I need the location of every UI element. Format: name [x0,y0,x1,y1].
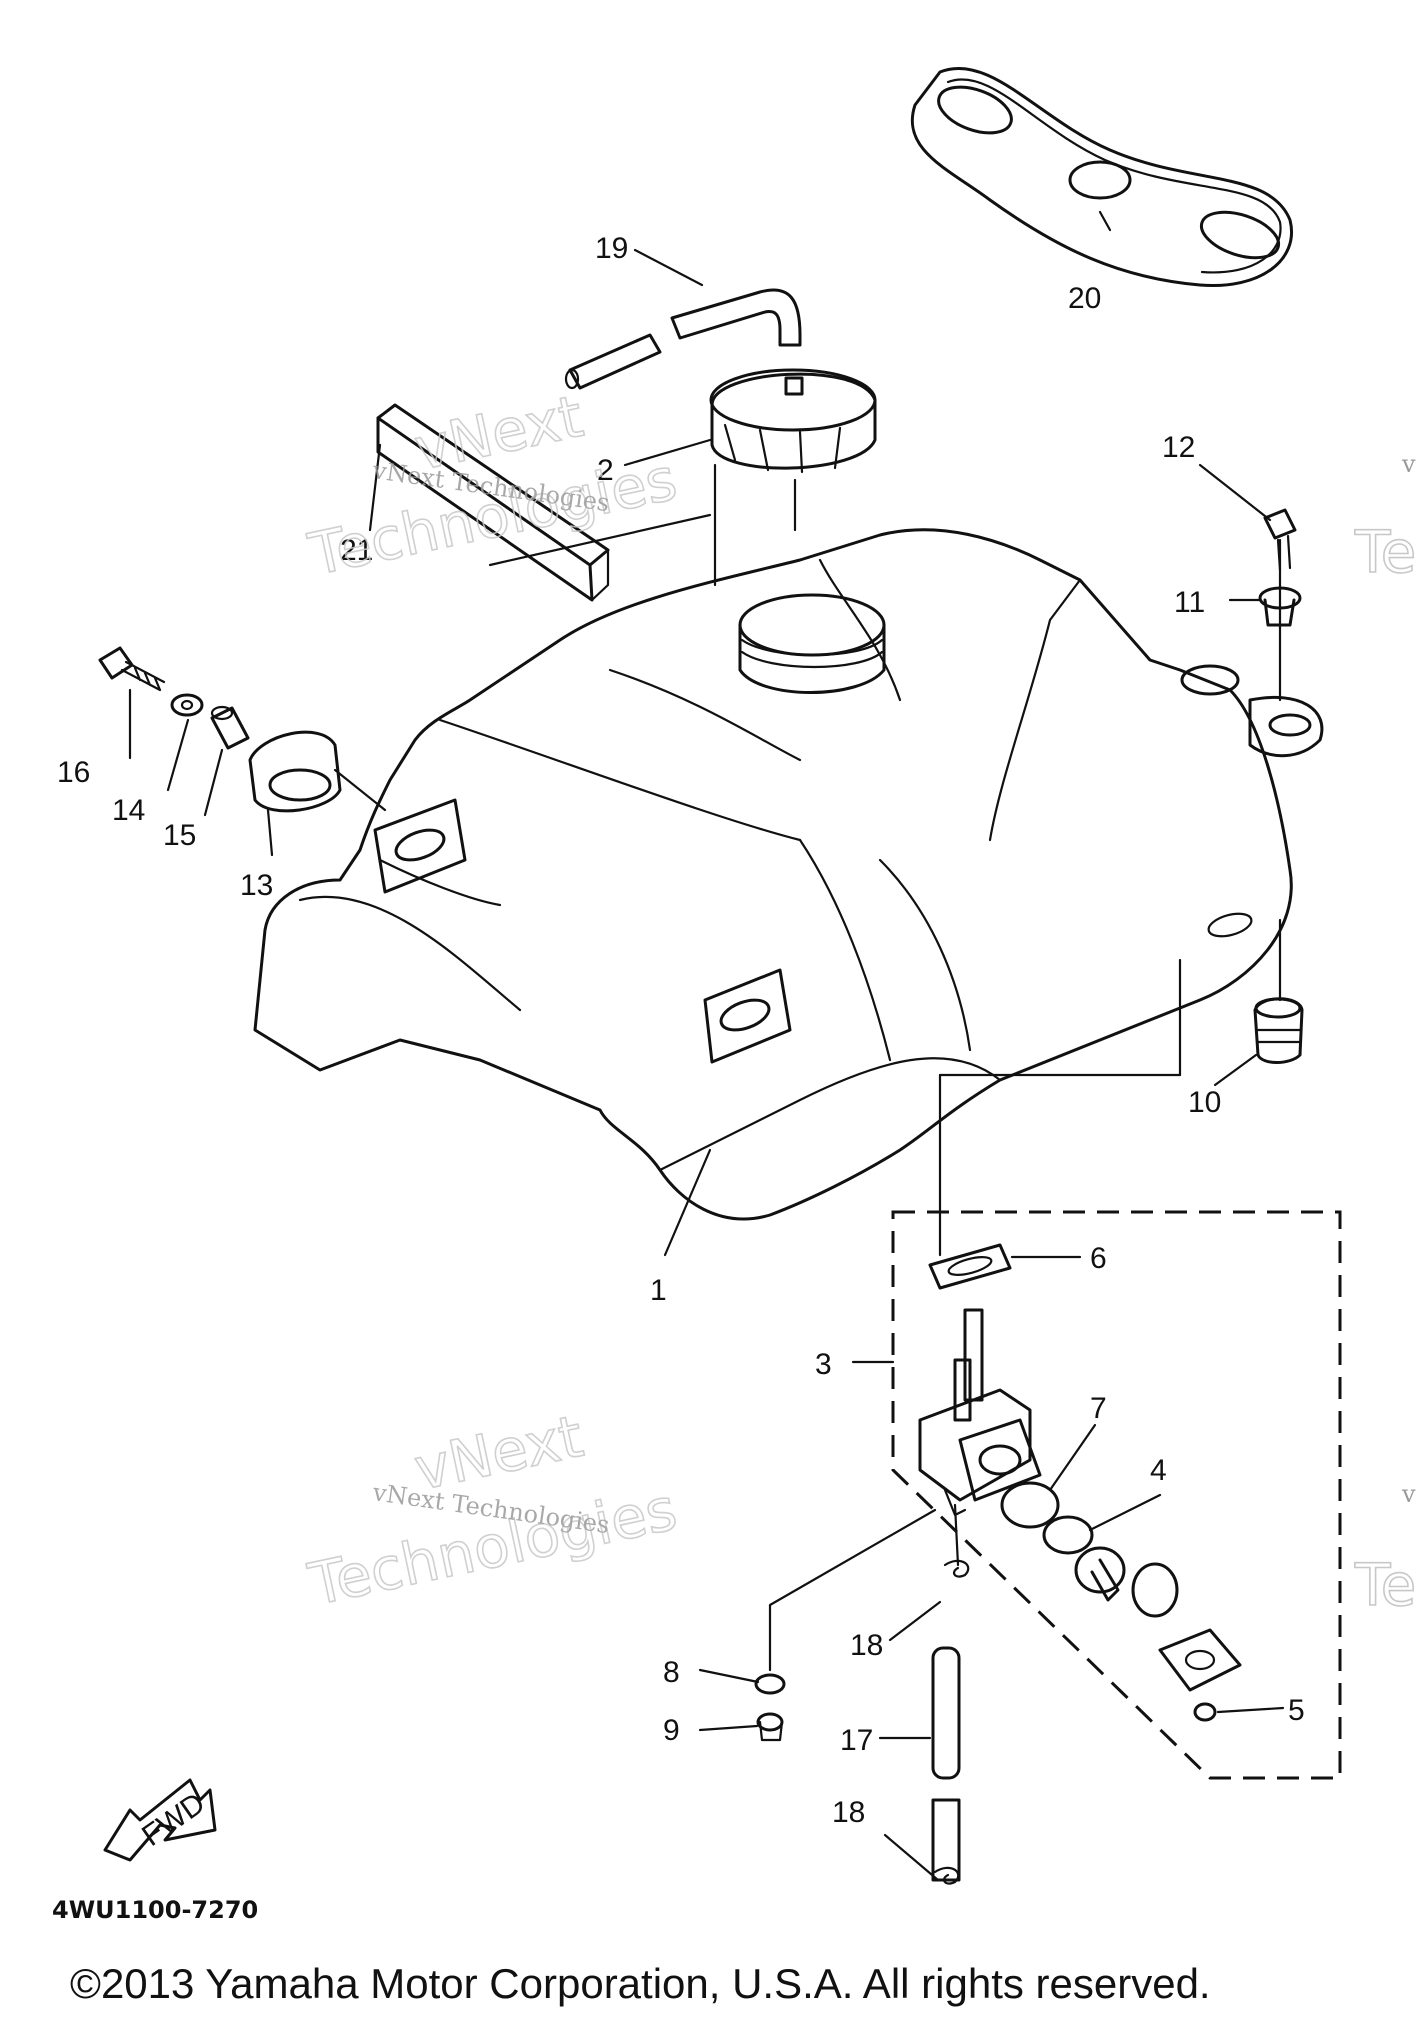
watermark-upper: vNext Technologies vNext Technologies [302,381,683,590]
part-fuel-cock-lever [1074,1546,1126,1602]
callout-7: 7 [1090,1392,1107,1425]
callout-16: 16 [57,756,90,789]
part-fuel-cock-plate [1158,1628,1242,1692]
part-5-screw [1193,1702,1217,1722]
watermark-edge-v-lower: v [1401,1480,1416,1508]
part-18-clip-upper [943,1559,970,1578]
part-15-collar [210,705,250,750]
callout-1: 1 [650,1274,667,1307]
part-16-bolt [98,646,166,692]
callout-8: 8 [663,1656,680,1689]
callout-4: 4 [1150,1454,1167,1487]
callout-2: 2 [597,454,614,487]
callout-18-lower: 18 [832,1796,865,1829]
callout-12: 12 [1162,431,1195,464]
part-4-o-ring-upper [1042,1515,1094,1555]
callout-14: 14 [112,794,145,827]
callout-9: 9 [663,1714,680,1747]
part-6-gasket [928,1243,1012,1290]
callout-18-upper: 18 [850,1629,883,1662]
watermark-edge-te-lower: Te [1354,1551,1416,1619]
forward-arrow: FWD [103,1778,217,1862]
part-17-fuel-hose [931,1646,961,1882]
part-2-fuel-cap [709,368,877,474]
part-9-drain-screw [756,1712,784,1742]
callout-6: 6 [1090,1242,1107,1275]
part-14-washer [170,693,204,717]
callout-15: 15 [163,819,196,852]
watermark-edge-v-upper: v [1401,450,1416,478]
callout-20: 20 [1068,282,1101,315]
callout-17: 17 [840,1724,873,1757]
watermark-edge-fragments: v Te v Te [1353,450,1417,1620]
part-13-grommet [248,730,387,813]
part-1-fuel-tank [253,528,1324,1221]
callout-21: 21 [340,534,373,567]
callout-13: 13 [240,869,273,902]
part-4-o-ring-lower [1131,1562,1179,1618]
leader-lines [128,210,1285,1882]
part-8-washer [754,1673,786,1695]
watermark-edge-te-upper: Te [1354,518,1416,586]
callout-labels: 1 2 3 4 5 6 7 8 9 10 11 12 13 14 15 16 1… [57,232,1305,1829]
callout-5: 5 [1288,1694,1305,1727]
part-10-grommet [1253,997,1304,1064]
part-7-diaphragm [1000,1481,1060,1529]
part-18-clip-lower [933,1866,960,1885]
callout-3: 3 [815,1348,832,1381]
watermark-middle: vNext Technologies vNext Technologies [302,1401,683,1620]
copyright-notice: ©2013 Yamaha Motor Corporation, U.S.A. A… [70,1960,1211,2007]
part-21-damper-strip [376,403,610,602]
callout-19: 19 [595,232,628,265]
part-20-gasket-plate [910,66,1293,288]
diagram-code: 4WU1100-7270 [52,1896,258,1924]
callout-10: 10 [1188,1086,1221,1119]
part-19-breather-hose [564,288,802,390]
callout-11: 11 [1174,586,1205,619]
